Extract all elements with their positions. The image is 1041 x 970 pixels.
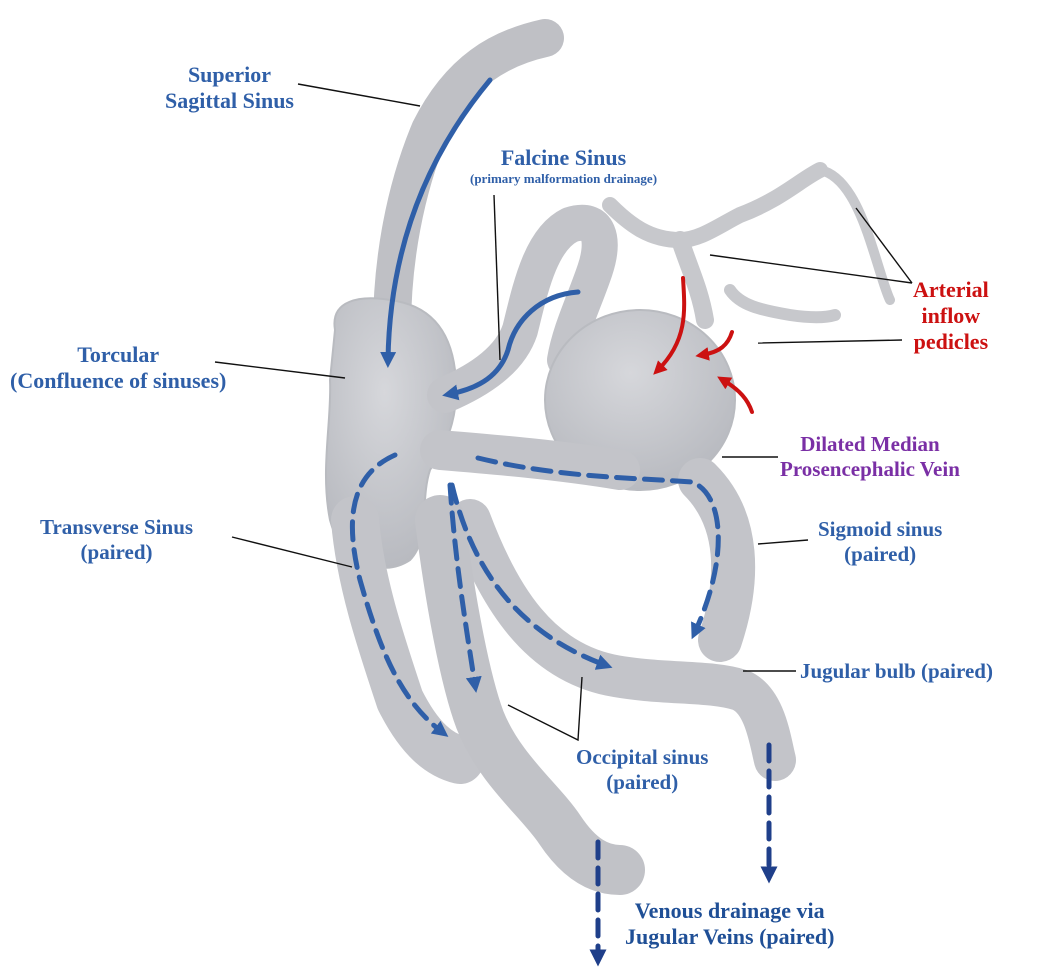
label-superior-sagittal-sinus: Superior Sagittal Sinus bbox=[165, 62, 294, 114]
leader-superior-sagittal-sinus bbox=[298, 84, 420, 106]
label-line: (paired) bbox=[40, 540, 193, 565]
label-line: Prosencephalic Vein bbox=[780, 457, 960, 482]
label-line: Jugular Veins (paired) bbox=[625, 924, 834, 950]
label-line: Arterial bbox=[913, 277, 989, 303]
label-sigmoid-sinus: Sigmoid sinus (paired) bbox=[818, 517, 942, 567]
label-line: Sagittal Sinus bbox=[165, 88, 294, 114]
label-jugular-bulb: Jugular bulb (paired) bbox=[800, 659, 993, 684]
label-line: pedicles bbox=[913, 329, 989, 355]
label-falcine-sinus: Falcine Sinus (primary malformation drai… bbox=[470, 145, 657, 186]
label-arterial-inflow: Arterial inflow pedicles bbox=[913, 277, 989, 355]
leader-falcine-sinus bbox=[494, 195, 500, 360]
arterial-feeder-shape-3 bbox=[730, 290, 835, 317]
label-line: Transverse Sinus bbox=[40, 515, 193, 540]
label-line: Venous drainage via bbox=[625, 898, 834, 924]
connecting-sinus-shape bbox=[440, 450, 620, 470]
label-occipital-sinus: Occipital sinus (paired) bbox=[576, 745, 708, 795]
occipital-sinus-shape bbox=[440, 520, 620, 870]
label-line: (paired) bbox=[576, 770, 708, 795]
label-torcular: Torcular (Confluence of sinuses) bbox=[10, 342, 226, 394]
label-line: Torcular bbox=[10, 342, 226, 368]
label-median-prosencephalic-vein: Dilated Median Prosencephalic Vein bbox=[780, 432, 960, 482]
arterial-feeder-shape-4 bbox=[820, 170, 890, 300]
label-line: Jugular bulb (paired) bbox=[800, 659, 993, 684]
label-line: Superior bbox=[165, 62, 294, 88]
label-line: (paired) bbox=[818, 542, 942, 567]
leader-occipital-sinus bbox=[508, 677, 582, 740]
label-line: Sigmoid sinus bbox=[818, 517, 942, 542]
label-transverse-sinus: Transverse Sinus (paired) bbox=[40, 515, 193, 565]
label-note: (primary malformation drainage) bbox=[470, 171, 657, 186]
label-line: Falcine Sinus bbox=[470, 145, 657, 171]
label-line: inflow bbox=[913, 303, 989, 329]
label-line: Dilated Median bbox=[780, 432, 960, 457]
label-venous-drainage: Venous drainage via Jugular Veins (paire… bbox=[625, 898, 834, 950]
label-line: Occipital sinus bbox=[576, 745, 708, 770]
sigmoid-sinus-shape bbox=[700, 480, 733, 640]
leader-sigmoid-sinus bbox=[758, 540, 808, 544]
label-line: (Confluence of sinuses) bbox=[10, 368, 226, 394]
leader-arterial-mid bbox=[758, 340, 902, 343]
leader-torcular bbox=[215, 362, 345, 378]
